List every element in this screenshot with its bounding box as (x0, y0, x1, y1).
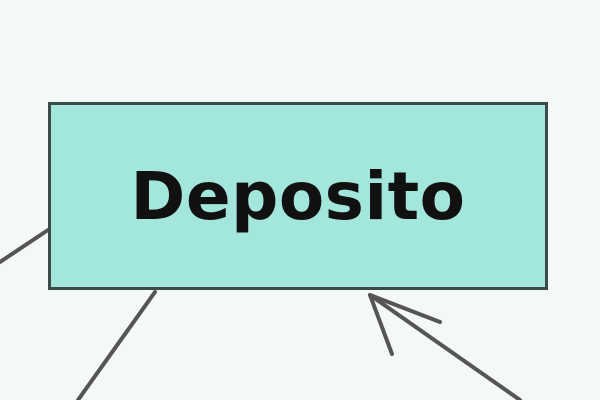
edge-left[interactable] (0, 228, 50, 264)
edge-bottom-right[interactable] (368, 293, 522, 400)
edge-bottom-left[interactable] (76, 290, 157, 400)
node-deposito[interactable]: Deposito (48, 102, 548, 290)
arrowhead-icon (368, 293, 442, 356)
node-label: Deposito (130, 157, 466, 235)
